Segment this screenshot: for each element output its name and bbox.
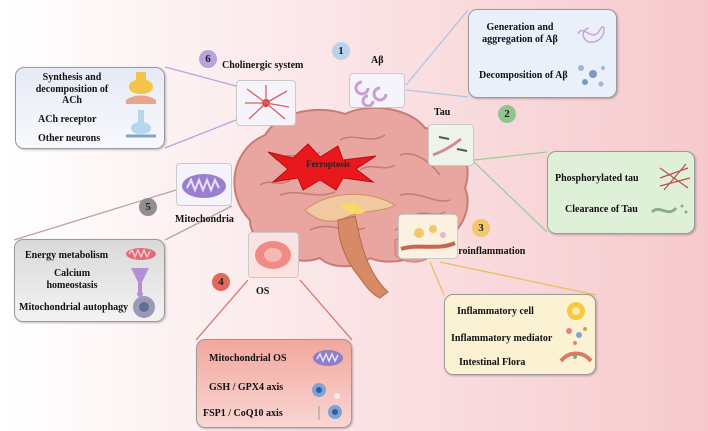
connector-chol-top <box>164 66 237 87</box>
ab-aggregation-icon <box>577 26 605 43</box>
connector-neuro-left <box>429 261 445 296</box>
os-item-1: Mitochondrial OS <box>209 353 287 364</box>
chol-item-1: Synthesis and decomposition of ACh <box>35 72 109 106</box>
connector-neuro-right <box>439 261 597 296</box>
mito-item-3: Mitochondrial autophagy <box>19 302 129 313</box>
tau-item-2: Clearance of Tau <box>565 204 638 215</box>
mitochondria-thumbnail <box>176 163 232 206</box>
topic-6-number: 6 <box>199 50 217 68</box>
connector-os-left <box>195 279 249 341</box>
inflammatory-cell-icon <box>567 302 585 320</box>
neuroinflammation-box: Inflammatory cell Inflammatory mediator … <box>444 294 596 375</box>
energy-metabolism-icon <box>126 248 156 260</box>
intestinal-flora-icon <box>559 351 593 363</box>
topic-5-number: 5 <box>139 198 157 216</box>
neuro-item-2: Inflammatory mediator <box>451 333 553 344</box>
neuro-item-3: Intestinal Flora <box>459 357 526 368</box>
connector-tau-bottom <box>473 161 548 233</box>
cholinergic-thumbnail <box>236 80 296 126</box>
connector-ab-bottom <box>405 89 469 98</box>
ab-item-2: Decomposition of Aβ <box>479 70 568 81</box>
topic-os-label: OS <box>256 286 270 297</box>
center-label: Ferroptosis <box>306 159 350 169</box>
topic-cholinergic-label: Cholinergic system <box>222 60 304 71</box>
inflammatory-mediator-icon <box>566 327 587 345</box>
neuroinflammation-thumbnail <box>398 214 458 259</box>
topic-mitochondria-label: Mitochondria <box>175 214 234 225</box>
os-box: Mitochondrial OS GSH / GPX4 axis FSP1 / … <box>196 339 352 428</box>
connector-chol-bottom <box>164 119 237 149</box>
mitochondria-box: Energy metabolism Calcium homeostasis Mi… <box>14 239 165 322</box>
mito-item-2: Calcium homeostasis <box>46 268 98 291</box>
tau-item-1: Phosphorylated tau <box>555 173 639 184</box>
ferroptosis-star <box>268 143 377 191</box>
ab-box: Generation and aggregation of Aβ Decompo… <box>468 9 617 98</box>
topic-4-number: 4 <box>212 273 230 291</box>
gsh-gpx4-icon <box>312 383 340 399</box>
cholinergic-box: Synthesis and decomposition of ACh ACh r… <box>15 67 165 149</box>
topic-2-number: 2 <box>498 105 516 123</box>
calcium-homeostasis-icon <box>131 268 149 297</box>
fsp1-coq10-icon <box>318 405 342 420</box>
tau-box: Phosphorylated tau Clearance of Tau <box>547 151 695 234</box>
mito-item-1: Energy metabolism <box>25 250 109 261</box>
ab-decomposition-icon <box>578 65 605 87</box>
topic-tau-label: Tau <box>434 107 451 118</box>
tau-clearance-icon <box>650 204 688 214</box>
os-item-2: GSH / GPX4 axis <box>209 382 284 393</box>
os-item-3: FSP1 / CoQ10 axis <box>203 408 283 419</box>
neuro-item-1: Inflammatory cell <box>457 306 534 317</box>
connector-tau-top <box>473 151 548 161</box>
connector-ab-top <box>405 9 469 86</box>
chol-item-3: Other neurons <box>38 133 101 144</box>
mitochondrial-os-icon <box>313 350 343 366</box>
topic-1-number: 1 <box>332 42 350 60</box>
topic-3-number: 3 <box>472 219 490 237</box>
topic-ab-label: Aβ <box>371 55 384 66</box>
ach-receptor-icon <box>126 110 156 138</box>
mitochondrial-autophagy-icon <box>133 296 155 318</box>
ab-thumbnail <box>349 73 405 108</box>
ach-synapse-icon <box>126 72 156 104</box>
phosphorylated-tau-icon <box>659 163 691 191</box>
os-thumbnail <box>248 232 299 278</box>
connector-os-right <box>299 279 353 341</box>
ab-item-1: Generation and aggregation of Aβ <box>482 22 558 45</box>
tau-thumbnail <box>428 124 474 166</box>
chol-item-2: ACh receptor <box>38 114 97 125</box>
connector-mito-right <box>164 205 233 241</box>
topic-neuroinflammation-label: Neuroinflammation <box>441 246 526 257</box>
